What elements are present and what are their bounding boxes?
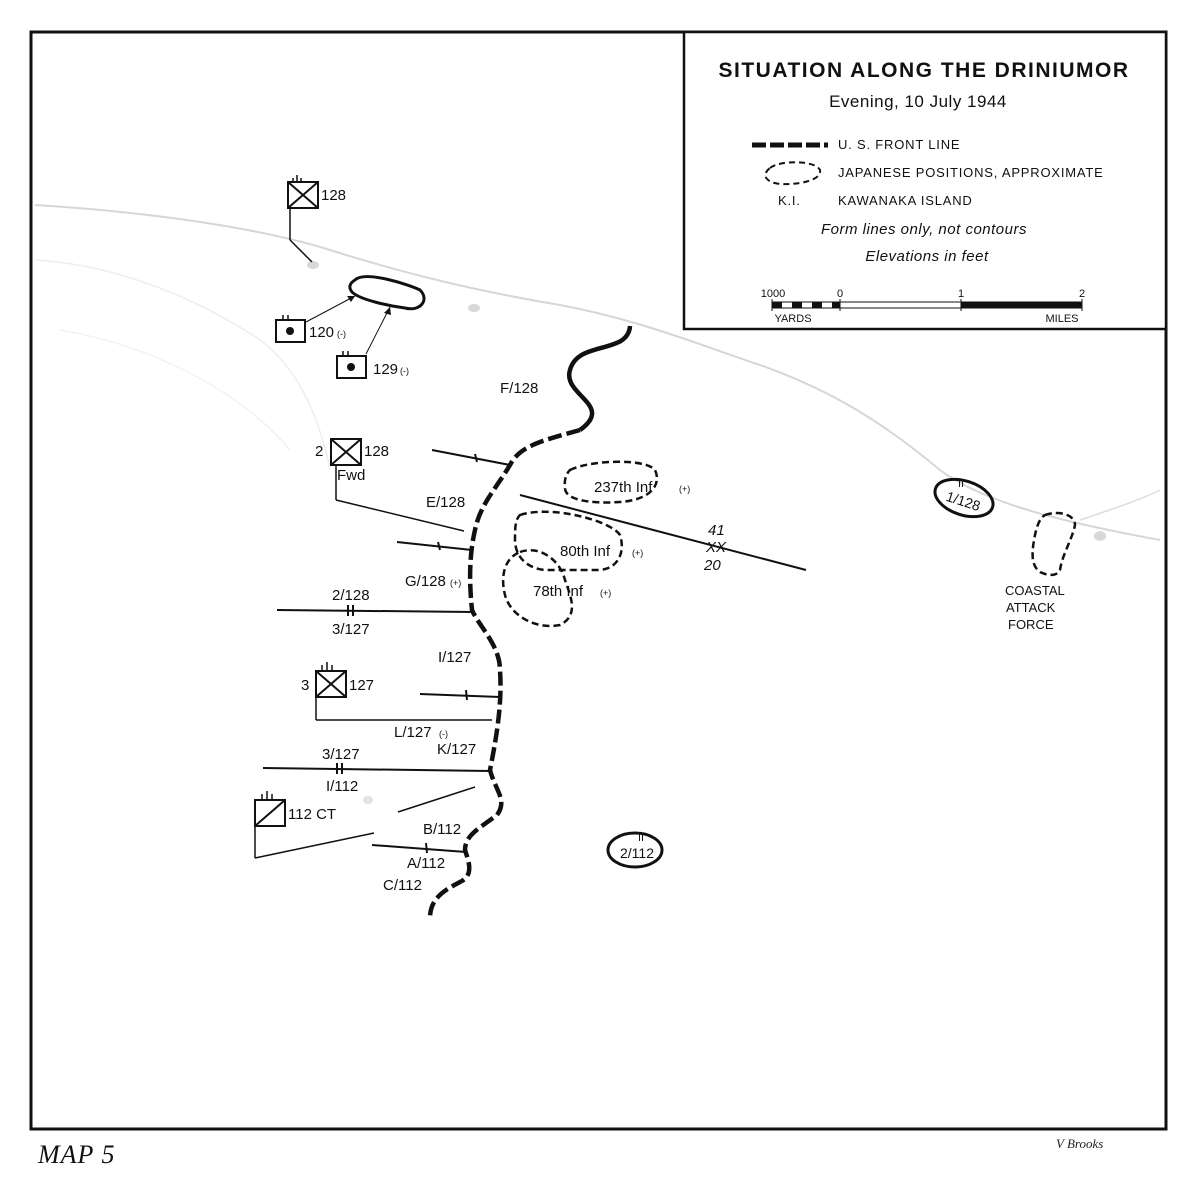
label-2-128: 2/128 [332, 587, 370, 604]
label-80th-mod: (+) [632, 548, 643, 558]
boundary-xx: XX [705, 539, 727, 556]
legend-subtitle: Evening, 10 July 1944 [829, 92, 1007, 111]
boundary-battalion-2-128-3-127 [276, 609, 474, 613]
us-front-line [427, 427, 581, 919]
japanese-position-coastal [1031, 511, 1077, 577]
label-b112: B/112 [423, 821, 461, 838]
label-78th-mod: (+) [600, 588, 611, 598]
legend: SITUATION ALONG THE DRINIUMOR Evening, 1… [682, 30, 1168, 331]
label-fwd: Fwd [337, 467, 365, 484]
unit-2-112-perimeter [606, 831, 664, 869]
boundary-41: 41 [708, 522, 725, 539]
legend-item-japanese: JAPANESE POSITIONS, APPROXIMATE [838, 165, 1104, 180]
unit-3-127-hq [315, 662, 492, 721]
driniumor-river [566, 325, 633, 432]
japanese-position-symbol [764, 161, 822, 186]
label-g128: G/128 [405, 573, 446, 590]
label-237th-mod: (+) [679, 484, 690, 494]
label-1-112: I/112 [326, 778, 358, 795]
boundary-b-a-112 [371, 844, 467, 853]
label-f128: F/128 [500, 380, 538, 397]
legend-ki-symbol: K.I. [778, 193, 801, 208]
label-e128: E/128 [426, 494, 465, 511]
japanese-position-78 [501, 549, 574, 628]
label-120-mod: (-) [337, 329, 346, 339]
label-128-top: 128 [321, 187, 346, 204]
legend-item-kawanaka: KAWANAKA ISLAND [838, 193, 973, 208]
unit-129-battalion [336, 306, 391, 379]
legend-note-elevations: Elevations in feet [865, 248, 989, 265]
scale-bar: 1000 0 1 2 YARDS MILES [761, 288, 1085, 325]
label-attack: ATTACK [1006, 600, 1056, 615]
map-caption: MAP 5 [38, 1140, 116, 1169]
label-force: FORCE [1008, 617, 1054, 632]
scale-tick-1000: 1000 [761, 288, 785, 300]
unit-112-ct-hq [254, 791, 375, 859]
label-1-128-mark: II [958, 478, 964, 490]
label-l127: L/127 [394, 724, 432, 741]
boundary-20: 20 [703, 557, 721, 574]
scale-miles-label: MILES [1045, 313, 1078, 325]
label-2-112-mark: II [638, 832, 644, 844]
map-frame [29, 30, 1168, 1131]
legend-note-form-lines: Form lines only, not contours [821, 221, 1027, 238]
label-i127: I/127 [438, 649, 471, 666]
boundary-i-l-127 [419, 693, 501, 698]
unit-120-battalion [275, 295, 356, 343]
label-127-num: 3 [301, 677, 309, 694]
label-127: 127 [349, 677, 374, 694]
legend-title: SITUATION ALONG THE DRINIUMOR [719, 59, 1130, 82]
label-3-127-b: 3/127 [322, 746, 360, 763]
label-3-127: 3/127 [332, 621, 370, 638]
label-k127: K/127 [437, 741, 476, 758]
legend-item-front-line: U. S. FRONT LINE [838, 137, 960, 152]
label-128-fwd-num: 2 [315, 443, 323, 460]
map-credit: V Brooks [1056, 1136, 1104, 1151]
unit-128-regiment-top [287, 175, 319, 263]
perimeter-enclave-north [348, 275, 426, 311]
label-78th-inf: 78th Inf [533, 583, 584, 600]
scale-tick-1: 1 [958, 288, 964, 300]
label-2-112: 2/112 [620, 845, 654, 861]
legend-box [682, 30, 1168, 331]
label-a112: A/112 [407, 855, 445, 872]
japanese-position-237 [563, 460, 659, 504]
label-coastal: COASTAL [1005, 583, 1065, 598]
division-boundary [519, 494, 807, 571]
label-129-mod: (-) [400, 366, 409, 376]
label-80th-inf: 80th Inf [560, 543, 611, 560]
label-128-fwd: 128 [364, 443, 389, 460]
boundary-e-g-128 [396, 541, 473, 551]
unit-2-128-fwd-hq [330, 438, 465, 532]
label-120: 120 [309, 324, 334, 341]
label-c112: C/112 [383, 877, 422, 894]
scale-tick-2: 2 [1079, 288, 1085, 300]
scale-yards-label: YARDS [774, 313, 811, 325]
label-g128-mod: (+) [450, 578, 461, 588]
label-l127-mod: (-) [439, 729, 448, 739]
boundary-f-e-128 [431, 449, 511, 466]
scale-tick-0: 0 [837, 288, 843, 300]
label-112-ct: 112 CT [288, 806, 336, 823]
label-129: 129 [373, 361, 398, 378]
japanese-position-80 [513, 510, 624, 572]
unit-link-line [397, 786, 476, 813]
boundary-battalion-3-127-1-112 [262, 767, 491, 772]
unit-1-128-perimeter [933, 477, 995, 519]
label-237th-inf: 237th Inf [594, 479, 653, 496]
